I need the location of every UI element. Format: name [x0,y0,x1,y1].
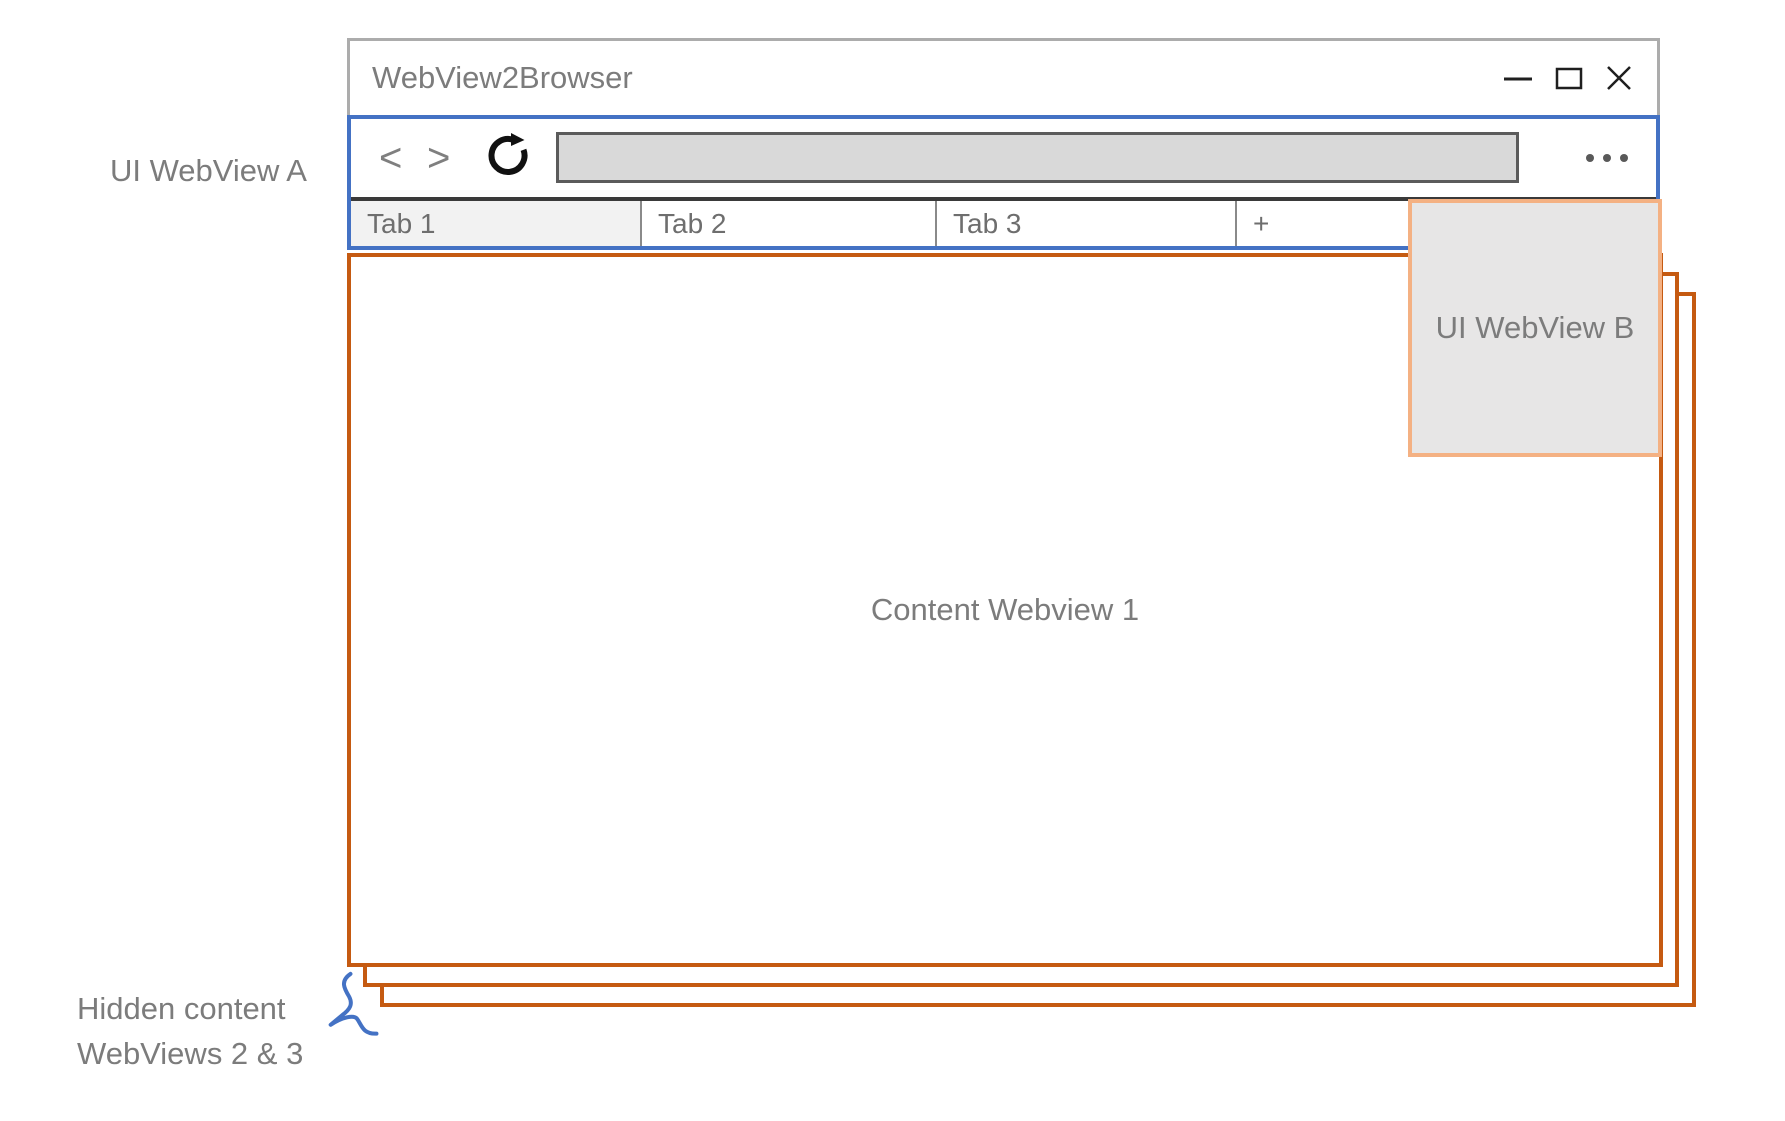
hidden-webviews-label-line2: WebViews 2 & 3 [77,1036,304,1071]
minimize-icon[interactable] [1503,63,1533,93]
back-icon[interactable]: < [379,136,403,180]
ui-webview-a: < > Tab 1 Tab 2 Ta [347,115,1660,250]
maximize-icon[interactable] [1555,63,1583,93]
hidden-webviews-label-line1: Hidden content [77,991,286,1026]
window-controls [1503,63,1633,93]
close-icon[interactable] [1605,63,1633,93]
tab-strip-divider [351,197,1656,201]
address-bar[interactable] [556,132,1519,183]
ui-webview-b: UI WebView B [1408,199,1662,457]
brace-icon [328,971,379,1036]
window-title: WebView2Browser [372,60,633,95]
tab-3[interactable]: Tab 3 [935,201,1235,246]
hidden-webviews-label: Hidden content WebViews 2 & 3 [77,986,303,1076]
tab-2[interactable]: Tab 2 [640,201,935,246]
ui-webview-b-label: UI WebView B [1435,310,1635,345]
browser-toolbar: < > [351,119,1656,197]
window-title-bar: WebView2Browser [347,38,1660,115]
content-webview-label: Content Webview 1 [870,592,1140,627]
tab-1[interactable]: Tab 1 [351,201,640,246]
reload-icon[interactable] [485,133,531,184]
more-menu-icon[interactable] [1586,154,1628,162]
ui-webview-a-label: UI WebView A [109,153,307,188]
forward-icon[interactable]: > [427,136,451,180]
